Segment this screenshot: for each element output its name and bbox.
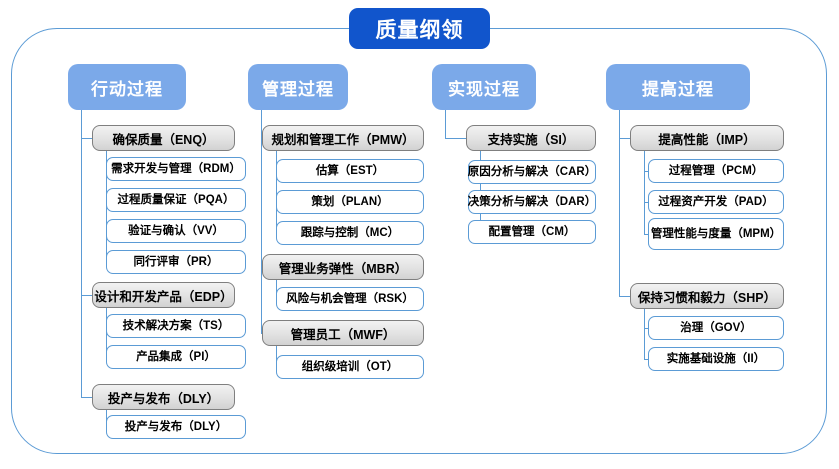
leaf-node-pqa[interactable]: 过程质量保证（PQA） bbox=[106, 188, 246, 212]
group-connector-dly bbox=[81, 397, 92, 399]
group-node-edp[interactable]: 设计和开发产品（EDP） bbox=[92, 282, 235, 308]
child-spine-shp bbox=[644, 309, 646, 359]
leaf-connector-ii bbox=[644, 359, 648, 361]
column-header-3[interactable]: 实现过程 bbox=[432, 64, 536, 110]
diagram-title: 质量纲领 bbox=[349, 8, 490, 49]
column-header-1[interactable]: 行动过程 bbox=[68, 64, 186, 110]
group-node-mwf[interactable]: 管理员工（MWF） bbox=[262, 320, 424, 346]
column-spine-4 bbox=[619, 110, 621, 296]
column-spine-1 bbox=[81, 110, 83, 397]
column-header-2[interactable]: 管理过程 bbox=[248, 64, 348, 110]
group-connector-enq bbox=[81, 138, 92, 140]
leaf-node-mc[interactable]: 跟踪与控制（MC） bbox=[276, 221, 424, 245]
group-connector-mbr bbox=[261, 267, 262, 269]
leaf-node-pr[interactable]: 同行评审（PR） bbox=[106, 250, 246, 274]
group-node-mbr[interactable]: 管理业务弹性（MBR） bbox=[262, 254, 424, 280]
leaf-node-pi[interactable]: 产品集成（PI） bbox=[106, 345, 246, 369]
leaf-connector-mpm bbox=[644, 234, 648, 236]
group-connector-si bbox=[445, 138, 466, 140]
group-connector-edp bbox=[81, 295, 92, 297]
leaf-node-est[interactable]: 估算（EST） bbox=[276, 159, 424, 183]
leaf-node-pad[interactable]: 过程资产开发（PAD） bbox=[648, 190, 784, 214]
leaf-node-car[interactable]: 原因分析与解决（CAR） bbox=[468, 160, 596, 184]
group-node-imp[interactable]: 提高性能（IMP） bbox=[630, 125, 784, 151]
leaf-node-ot[interactable]: 组织级培训（OT） bbox=[276, 355, 424, 379]
leaf-connector-gov bbox=[644, 328, 648, 330]
leaf-node-plan[interactable]: 策划（PLAN） bbox=[276, 190, 424, 214]
leaf-node-dar[interactable]: 决策分析与解决（DAR） bbox=[468, 190, 596, 214]
group-node-enq[interactable]: 确保质量（ENQ） bbox=[92, 125, 235, 151]
group-node-dly[interactable]: 投产与发布（DLY） bbox=[92, 384, 235, 410]
leaf-node-cm[interactable]: 配置管理（CM） bbox=[468, 220, 596, 244]
leaf-node-pcm[interactable]: 过程管理（PCM） bbox=[648, 159, 784, 183]
column-spine-2 bbox=[261, 110, 263, 333]
group-connector-imp bbox=[619, 138, 630, 140]
group-connector-shp bbox=[619, 296, 630, 298]
leaf-connector-pcm bbox=[644, 171, 648, 173]
group-connector-mwf bbox=[261, 333, 262, 335]
group-node-si[interactable]: 支持实施（SI） bbox=[466, 125, 596, 151]
leaf-node-dly[interactable]: 投产与发布（DLY） bbox=[106, 415, 246, 439]
leaf-node-gov[interactable]: 治理（GOV） bbox=[648, 316, 784, 340]
leaf-node-vv[interactable]: 验证与确认（VV） bbox=[106, 219, 246, 243]
leaf-node-rsk[interactable]: 风险与机会管理（RSK） bbox=[276, 287, 424, 311]
leaf-label-line: （MPM） bbox=[731, 227, 782, 240]
leaf-node-ii[interactable]: 实施基础设施（II） bbox=[648, 347, 784, 371]
leaf-node-rdm[interactable]: 需求开发与管理（RDM） bbox=[106, 157, 246, 181]
leaf-node-ts[interactable]: 技术解决方案（TS） bbox=[106, 314, 246, 338]
column-header-4[interactable]: 提高过程 bbox=[606, 64, 750, 110]
leaf-connector-pad bbox=[644, 202, 648, 204]
group-node-shp[interactable]: 保持习惯和毅力（SHP） bbox=[630, 283, 784, 309]
leaf-node-mpm[interactable]: 管理性能与度量（MPM） bbox=[648, 218, 784, 250]
child-spine-imp bbox=[644, 151, 646, 234]
group-connector-pmw bbox=[261, 138, 262, 140]
group-node-pmw[interactable]: 规划和管理工作（PMW） bbox=[262, 125, 424, 151]
column-spine-3 bbox=[445, 110, 447, 138]
leaf-label-line: 管理性能与度量 bbox=[650, 227, 732, 240]
